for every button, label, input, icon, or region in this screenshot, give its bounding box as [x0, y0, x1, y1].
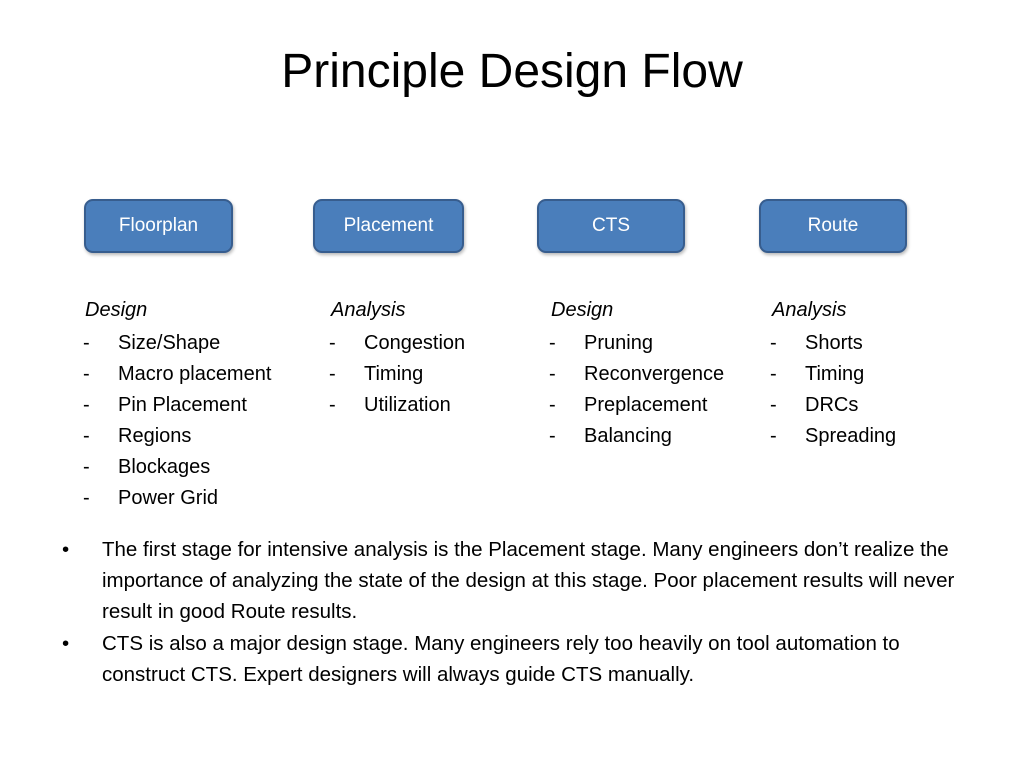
- list-item-label: Congestion: [364, 332, 466, 354]
- dash-marker: -: [83, 394, 90, 416]
- stage-box-route[interactable]: Route: [759, 199, 907, 253]
- dash-marker: -: [329, 394, 336, 416]
- dash-marker: -: [83, 363, 90, 385]
- detail-column-cts: Design - Pruning - Reconvergence - Prepl…: [549, 297, 764, 452]
- bullet-dot-icon: •: [62, 632, 70, 655]
- stage-box-placement[interactable]: Placement: [313, 199, 464, 253]
- list-item-label: Shorts: [805, 332, 863, 354]
- note-text: The first stage for intensive analysis i…: [102, 538, 955, 623]
- column-list: - Pruning - Reconvergence - Preplacement…: [549, 328, 764, 452]
- dash-marker: -: [83, 332, 90, 354]
- list-item: - Timing: [770, 359, 970, 390]
- dash-marker: -: [83, 425, 90, 447]
- list-item: - DRCs: [770, 390, 970, 421]
- list-item-label: Preplacement: [584, 394, 708, 416]
- page-title: Principle Design Flow: [281, 45, 743, 98]
- list-item-label: Regions: [118, 425, 192, 447]
- dash-marker: -: [770, 425, 777, 447]
- list-item-label: Pruning: [584, 332, 653, 354]
- detail-column-route: Analysis - Shorts - Timing - DRCs - Spre…: [770, 297, 970, 452]
- list-item-label: Blockages: [118, 456, 211, 478]
- list-item-label: Utilization: [364, 394, 451, 416]
- column-list: - Congestion - Timing - Utilization: [329, 328, 539, 421]
- column-heading: Design: [85, 299, 148, 321]
- column-heading: Design: [551, 299, 614, 321]
- dash-marker: -: [549, 332, 556, 354]
- list-item: - Regions: [83, 421, 323, 452]
- dash-marker: -: [770, 363, 777, 385]
- stage-box-label: CTS: [592, 215, 630, 236]
- stage-box-cts[interactable]: CTS: [537, 199, 685, 253]
- list-item: - Shorts: [770, 328, 970, 359]
- note-text: CTS is also a major design stage. Many e…: [102, 632, 900, 686]
- stage-box-label: Placement: [343, 215, 434, 236]
- dash-marker: -: [329, 363, 336, 385]
- list-item: - Macro placement: [83, 359, 323, 390]
- note-bullet: • The first stage for intensive analysis…: [60, 534, 970, 627]
- stage-box-label: Route: [807, 215, 859, 236]
- list-item: - Size/Shape: [83, 328, 323, 359]
- stage-box-floorplan[interactable]: Floorplan: [84, 199, 233, 253]
- list-item: - Power Grid: [83, 483, 323, 514]
- list-item-label: DRCs: [805, 394, 859, 416]
- dash-marker: -: [329, 332, 336, 354]
- detail-column-floorplan: Design - Size/Shape - Macro placement - …: [83, 297, 323, 514]
- list-item-label: Timing: [364, 363, 424, 385]
- dash-marker: -: [83, 487, 90, 509]
- list-item-label: Reconvergence: [584, 363, 725, 385]
- notes-list: • The first stage for intensive analysis…: [60, 534, 970, 691]
- list-item-label: Timing: [805, 363, 865, 385]
- dash-marker: -: [549, 363, 556, 385]
- list-item: - Balancing: [549, 421, 764, 452]
- column-list: - Shorts - Timing - DRCs - Spreading: [770, 328, 970, 452]
- list-item: - Timing: [329, 359, 539, 390]
- list-item: - Pruning: [549, 328, 764, 359]
- list-item-label: Size/Shape: [118, 332, 221, 354]
- list-item: - Pin Placement: [83, 390, 323, 421]
- column-list: - Size/Shape - Macro placement - Pin Pla…: [83, 328, 323, 514]
- column-heading: Analysis: [331, 299, 406, 321]
- list-item: - Reconvergence: [549, 359, 764, 390]
- list-item: - Blockages: [83, 452, 323, 483]
- list-item: - Spreading: [770, 421, 970, 452]
- list-item: - Preplacement: [549, 390, 764, 421]
- list-item-label: Spreading: [805, 425, 897, 447]
- column-heading: Analysis: [772, 299, 847, 321]
- dash-marker: -: [549, 394, 556, 416]
- note-bullet: • CTS is also a major design stage. Many…: [60, 628, 970, 690]
- list-item-label: Balancing: [584, 425, 672, 447]
- bullet-dot-icon: •: [62, 538, 70, 561]
- list-item: - Utilization: [329, 390, 539, 421]
- stage-box-label: Floorplan: [118, 215, 199, 236]
- dash-marker: -: [549, 425, 556, 447]
- list-item-label: Power Grid: [118, 487, 219, 509]
- detail-column-placement: Analysis - Congestion - Timing - Utiliza…: [329, 297, 539, 421]
- dash-marker: -: [83, 456, 90, 478]
- list-item: - Congestion: [329, 328, 539, 359]
- list-item-label: Macro placement: [118, 363, 272, 385]
- dash-marker: -: [770, 332, 777, 354]
- list-item-label: Pin Placement: [118, 394, 247, 416]
- dash-marker: -: [770, 394, 777, 416]
